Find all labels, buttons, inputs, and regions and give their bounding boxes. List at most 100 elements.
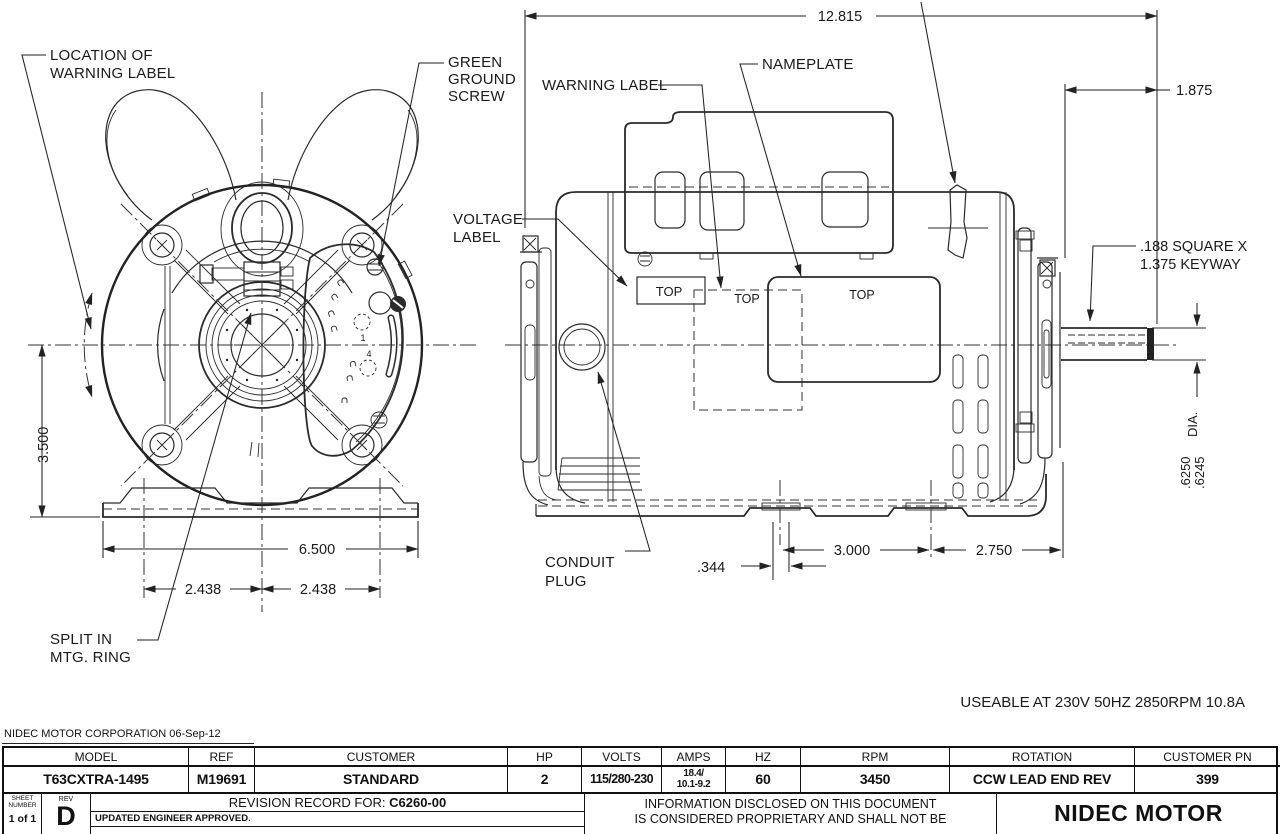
rear-bracket [1015, 227, 1061, 505]
rear-warning-flag [920, 1, 988, 259]
dim-2750: 2.750 [976, 543, 1012, 559]
usage-note: USEABLE AT 230V 50HZ 2850RPM 10.8A [960, 694, 1245, 711]
front-dimensions: 3.500 6.500 2.438 2.438 [30, 344, 419, 598]
voltage-label-top-text: TOP [656, 284, 683, 299]
revision-record-prefix: REVISION RECORD FOR: [228, 795, 386, 810]
revision-record-title: REVISION RECORD FOR: C6260-00 [91, 794, 584, 812]
revision-record-entry: UPDATED ENGINEER APPROVED. [91, 812, 584, 827]
proprietary-line-2: IS CONSIDERED PROPRIETARY AND SHALL NOT … [634, 812, 947, 826]
label-ground-screw-1: GREEN [448, 54, 502, 71]
value-amps-line2: 10.1-9.2 [676, 779, 711, 790]
value-rotation: CCW LEAD END REV [950, 767, 1135, 792]
revision-record-cell: REVISION RECORD FOR: C6260-00 UPDATED EN… [91, 794, 585, 834]
engineering-drawing: 1 4 [21, 1, 1248, 711]
dim-2438-left: 2.438 [185, 582, 221, 598]
motor-body-side [555, 191, 1015, 504]
title-block-table: MODEL REF CUSTOMER HP VOLTS AMPS HZ RPM … [2, 746, 1280, 794]
terminal-number-4: 4 [366, 349, 371, 359]
value-rpm: 3450 [801, 767, 950, 792]
col-header-rotation: ROTATION [950, 748, 1135, 767]
brand-cell: NIDEC MOTOR [1054, 800, 1223, 826]
dim-dia-lower: .6245 [1192, 456, 1207, 489]
value-amps: 18.4/ 10.1-9.2 [662, 767, 726, 792]
front-bracket [520, 235, 557, 506]
label-voltage-1: VOLTAGE [453, 211, 523, 228]
vent-slots [952, 354, 989, 499]
side-view: TOP TOP TOP VOLTAGE LABEL WARNING LABEL … [453, 1, 1248, 590]
label-keyway-2: 1.375 KEYWAY [1140, 257, 1241, 273]
col-header-rpm: RPM [801, 748, 950, 767]
label-split-ring-1: SPLIT IN [50, 631, 112, 648]
sheet-label-1: SHEET [11, 795, 34, 802]
dim-3000: 3.000 [834, 543, 870, 559]
output-shaft [1061, 327, 1154, 361]
front-labels: LOCATION OF WARNING LABEL GREEN GROUND S… [21, 47, 516, 666]
voltage-label-box: TOP [636, 276, 706, 305]
side-labels: VOLTAGE LABEL WARNING LABEL NAMEPLATE CO… [453, 56, 1248, 590]
dim-3500: 3.500 [36, 427, 52, 463]
col-header-ref: REF [189, 748, 255, 767]
label-warning-location-2: WARNING LABEL [50, 65, 175, 82]
terminal-number-1: 1 [360, 333, 365, 343]
ground-screw-icon [366, 258, 406, 315]
value-ref: M19691 [189, 767, 255, 792]
warning-label-top-text: TOP [734, 292, 759, 306]
dim-6500: 6.500 [299, 542, 335, 558]
col-header-hz: HZ [726, 748, 801, 767]
dim-344: .344 [697, 560, 725, 576]
sheet-value: 1 of 1 [8, 813, 37, 825]
centerlines-front [28, 92, 478, 612]
col-header-volts: VOLTS [582, 748, 662, 767]
support-struts [173, 249, 351, 441]
ring-diameter-arc [83, 292, 93, 398]
terminal-cover [624, 111, 894, 267]
label-ground-screw-3: SCREW [448, 88, 505, 105]
label-nameplate: NAMEPLATE [762, 56, 854, 73]
sheet-number-cell: SHEET NUMBER 1 of 1 [4, 794, 42, 834]
value-hp: 2 [508, 767, 582, 792]
nameplate-top-text: TOP [849, 288, 874, 302]
louvers [557, 457, 642, 491]
title-block-lower: SHEET NUMBER 1 of 1 REV D REVISION RECOR… [2, 794, 1278, 834]
mounting-base-side [535, 474, 1047, 517]
company-underline [2, 743, 254, 744]
rev-value: D [56, 801, 76, 831]
proprietary-line-1: INFORMATION DISCLOSED ON THIS DOCUMENT [644, 797, 937, 811]
col-header-model: MODEL [4, 748, 189, 767]
warning-label-outline: TOP [693, 289, 803, 411]
sheet-label-2: NUMBER [8, 801, 37, 809]
col-header-customer: CUSTOMER [255, 748, 508, 767]
label-keyway-1: .188 SQUARE X [1140, 239, 1248, 255]
mounting-base-front [102, 487, 419, 518]
value-customer: STANDARD [255, 767, 508, 792]
value-amps-line1: 18.4/ [683, 768, 704, 779]
side-dimensions: 12.815 1.875 .6250 .6245 DIA. .344 3.000… [524, 8, 1212, 580]
proprietary-notice-cell: INFORMATION DISCLOSED ON THIS DOCUMENT I… [585, 794, 997, 834]
rev-label: REV [58, 796, 74, 803]
col-header-amps: AMPS [662, 748, 726, 767]
label-voltage-2: LABEL [453, 229, 501, 246]
value-hz: 60 [726, 767, 801, 792]
terminal-board: 1 4 [302, 243, 406, 457]
value-model: T63CXTRA-1495 [4, 767, 189, 792]
company-header: NIDEC MOTOR CORPORATION 06-Sep-12 [4, 728, 221, 740]
rev-cell: REV D [42, 794, 91, 834]
front-view: 1 4 [21, 47, 516, 666]
label-conduit-1: CONDUIT [545, 554, 615, 571]
dim-1875: 1.875 [1176, 83, 1212, 99]
dim-12815: 12.815 [818, 9, 862, 25]
conduit-plug-icon [558, 323, 606, 371]
dim-dia-label: DIA. [1185, 412, 1200, 437]
dim-dia-upper: .6250 [1178, 456, 1193, 489]
col-header-customer-pn: CUSTOMER PN [1135, 748, 1280, 767]
revision-record-doc: C6260-00 [389, 795, 447, 810]
terminal-clips [327, 278, 357, 404]
label-warning: WARNING LABEL [542, 77, 667, 94]
resilient-mount-ears [105, 89, 419, 221]
label-warning-location-1: LOCATION OF [50, 47, 153, 64]
label-split-ring-2: MTG. RING [50, 649, 131, 666]
label-conduit-2: PLUG [545, 573, 587, 590]
nameplate-outline: TOP [767, 276, 941, 383]
label-ground-screw-2: GROUND [448, 71, 516, 88]
